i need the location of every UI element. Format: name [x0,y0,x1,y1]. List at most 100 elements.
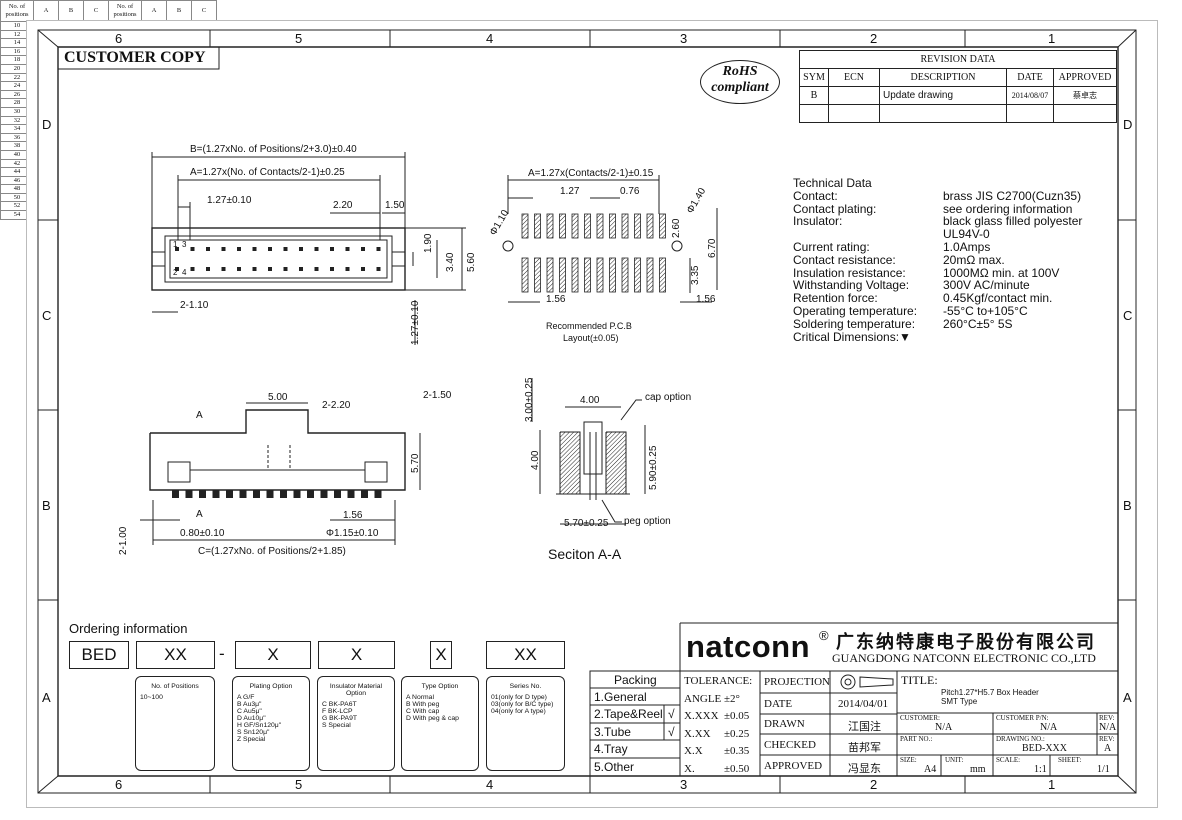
pin-square [314,267,319,271]
row-label: B [1123,498,1132,513]
section-marker: A [196,509,203,520]
rev-value: A [1104,743,1112,754]
col-label: 1 [1048,31,1056,46]
pin-square [237,247,241,251]
ordering-title: Ordering information [69,621,188,636]
pin-square [237,267,241,271]
col-label: 5 [295,777,303,792]
tolerance-format: X.XX [684,727,711,740]
dim-label: 2-2.20 [322,400,351,411]
tech-value: 300V AC/minute [943,278,1030,293]
tech-value: 0.45Kgf/contact min. [943,291,1053,306]
pin-square [361,247,365,251]
order-separator: - [219,644,225,663]
rev-cell [799,104,829,123]
tolerance-value: ±0.50 [724,762,750,775]
tech-key: Contact plating: [793,201,877,216]
checked-value: 苗邦军 [848,742,881,754]
side-pin [334,490,341,498]
rev-cell [1053,104,1117,123]
tolerance-format: X.X [684,745,703,757]
dim-label: A=1.27x(No. of Contacts/2-1)±0.25 [190,167,345,178]
col-label: 4 [486,31,494,46]
side-pin [280,490,287,498]
row-label: B [42,498,51,513]
tech-value: 20mΩ max. [943,252,1005,267]
option-box: Series No. 01(only for D type) 03(only f… [486,676,565,771]
pin-square [268,247,272,251]
drawing-title-1: Pitch1.27*H5.7 Box Header [941,688,1039,697]
customer-label: CUSTOMER: [900,714,940,722]
pin-square [376,267,381,271]
option-line: B With peg [406,701,440,708]
option-line: 03(only for B/C type) [491,701,554,708]
row-label: A [1123,690,1132,705]
row-label: C [42,308,52,323]
pcb-caption: Recommended P.C.B [546,321,632,331]
drawing-no-value: BED-XXX [1022,743,1067,754]
rev-header: ECN [828,68,880,87]
pcb-pad [621,257,629,293]
order-code-box: X [235,641,311,669]
option-line: C With cap [406,708,440,715]
pcb-pad [584,213,591,239]
rev-cell [828,104,880,123]
pin-square [175,267,179,271]
pin-square [252,267,257,271]
drawn-label: DRAWN [764,718,805,730]
tech-value: 1.0Amps [943,239,991,254]
pcb-pad [534,257,541,293]
pcb-pad [596,257,604,293]
option-title: Type Option [421,683,459,690]
rev-cell [828,86,880,105]
packing-check: √ [668,725,675,739]
company-cn: 广东纳特康电子股份有限公司 [836,632,1096,652]
pcb-pad [584,257,591,293]
rev-cell: B [799,86,829,105]
col-label: 6 [115,31,123,46]
side-pin [172,490,179,498]
pin-square [283,267,288,271]
side-pin [266,490,274,498]
tolerance-format: X. [684,762,695,775]
tech-key: Critical Dimensions:▼ [793,329,911,344]
tech-row: Retention force:0.45Kgf/contact min. [793,292,1082,305]
tech-value: brass JIS C2700(Cuzn35) [943,188,1082,203]
dim-label: 1.56 [546,294,566,305]
option-line: 01(only for D type) [491,694,547,701]
pin-square [361,267,365,271]
col-label: 3 [680,777,688,792]
option-box: Type Option A Normal B With peg C With c… [401,676,479,771]
tolerance-label: TOLERANCE: [684,675,753,687]
brand-registered: ® [819,628,829,643]
tech-rows: Contact:brass JIS C2700(Cuzn35)Contact p… [793,188,1083,344]
option-line: F BK-LCP [322,708,353,715]
tech-value: 1000MΩ min. at 100V [943,265,1060,280]
option-title: Series No. [509,683,542,690]
tech-key: Operating temperature: [793,303,918,318]
tech-value: black glass filled polyester [943,214,1083,229]
order-code-box: X [318,641,395,669]
tech-value: UL94V-0 [943,227,990,242]
dim-label: A=1.27x(Contacts/2-1)±0.15 [528,168,654,179]
rev-label: REV: [1099,735,1115,743]
col-label: 2 [870,31,878,46]
pin-square [330,247,334,251]
tech-row: Contact:brass JIS C2700(Cuzn35) [793,188,1082,203]
dim-label: 3.40 [445,252,456,272]
pcb-pad [571,213,579,239]
pcb-pad [559,257,566,293]
col-label: 6 [115,777,123,792]
rev-value: N/A [1099,722,1117,733]
tech-key: Current rating: [793,239,870,254]
option-line: B Au3μ" [237,701,262,708]
option-line: D Au10μ" [237,715,266,722]
approved-label: APPROVED [764,760,823,772]
drawing-sheet [26,20,1158,808]
dim-label: 2-1.00 [118,526,129,555]
dim-label: 6.70 [707,238,718,258]
cap-option-label: cap option [645,392,692,403]
side-pin [226,490,233,498]
tech-row: Operating temperature:-55°C to+105°C [793,305,1082,318]
